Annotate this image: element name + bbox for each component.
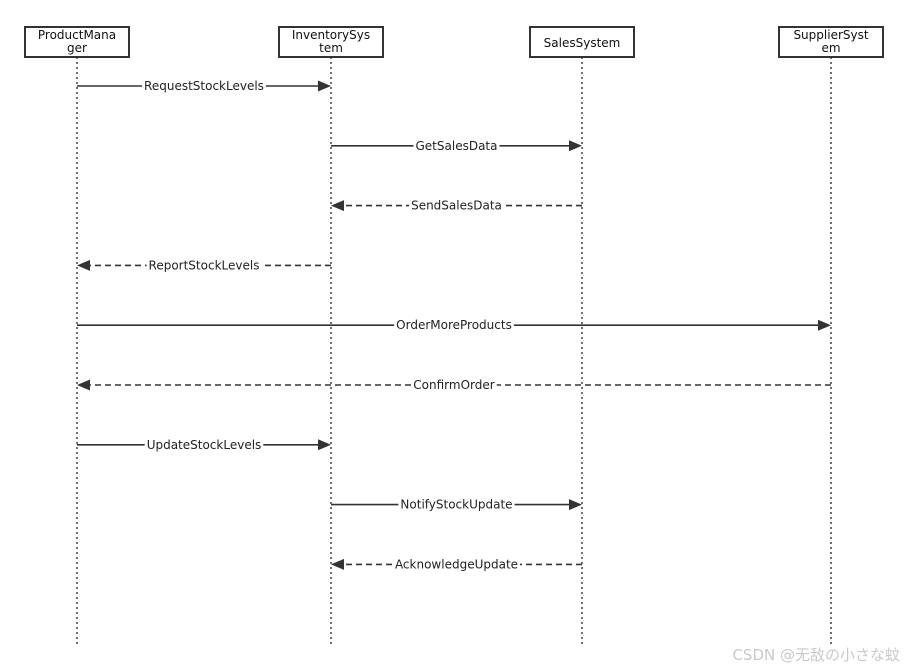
message-3: SendSalesData xyxy=(331,197,582,214)
message-label: RequestStockLevels xyxy=(144,79,264,93)
message-label: ReportStockLevels xyxy=(149,258,260,272)
message-arrow-head xyxy=(331,558,344,570)
message-arrow-head xyxy=(318,80,331,92)
message-arrow-head xyxy=(818,319,831,331)
message-arrow-head xyxy=(569,140,582,152)
message-arrow-head xyxy=(331,200,344,212)
participant-label: SalesSystem xyxy=(544,36,621,50)
message-label: SendSalesData xyxy=(411,199,502,213)
message-label: AcknowledgeUpdate xyxy=(395,557,518,571)
message-9: AcknowledgeUpdate xyxy=(331,556,582,573)
message-5: OrderMoreProducts xyxy=(77,317,831,334)
message-label: UpdateStockLevels xyxy=(147,438,262,452)
message-8: NotifyStockUpdate xyxy=(331,496,582,513)
message-label: NotifyStockUpdate xyxy=(400,498,512,512)
message-label: GetSalesData xyxy=(416,139,498,153)
message-label: ConfirmOrder xyxy=(413,378,494,392)
message-arrow-head xyxy=(77,379,90,391)
message-1: RequestStockLevels xyxy=(77,78,331,94)
message-arrow-head xyxy=(569,499,582,511)
watermark-text: CSDN @无敌の小さな蚊 xyxy=(732,646,900,664)
message-2: GetSalesData xyxy=(331,137,582,154)
message-6: ConfirmOrder xyxy=(77,377,831,393)
message-arrow-head xyxy=(318,439,331,451)
message-7: UpdateStockLevels xyxy=(77,436,331,453)
message-label: OrderMoreProducts xyxy=(396,318,512,332)
message-arrow-head xyxy=(77,259,90,271)
message-4: ReportStockLevels xyxy=(77,257,331,274)
participant-sal: SalesSystem xyxy=(529,26,635,58)
